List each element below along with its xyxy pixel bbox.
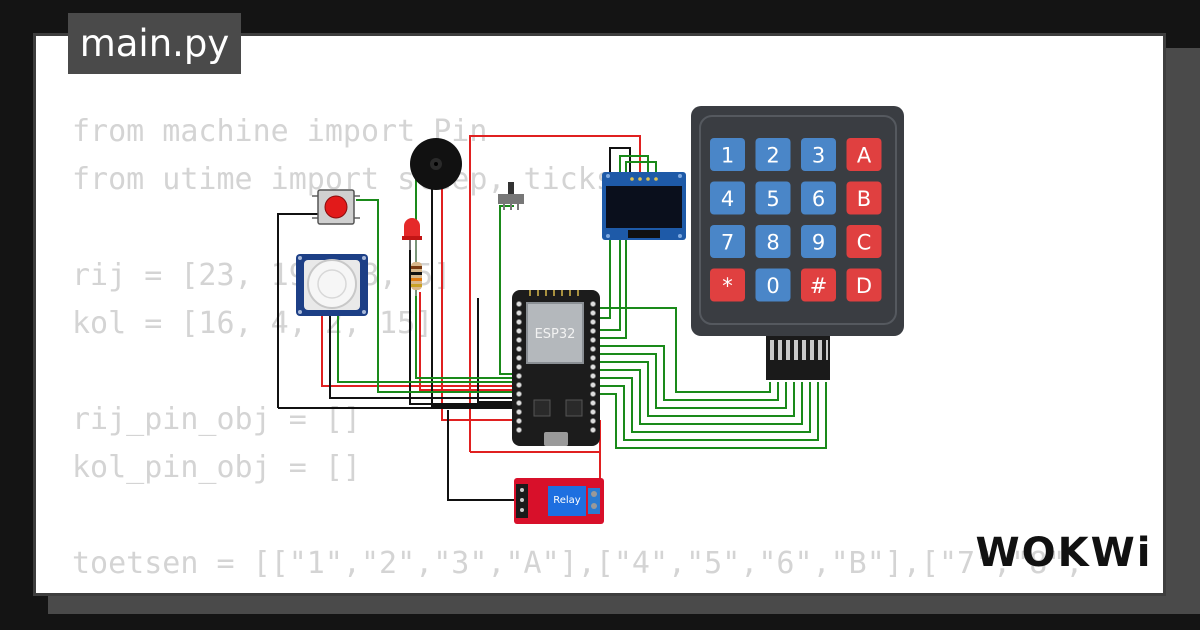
keypad-key-label: #: [810, 274, 828, 298]
wire-green: [337, 316, 512, 383]
keypad-key[interactable]: 8: [755, 225, 791, 258]
relay-label: Relay: [553, 495, 581, 506]
keypad-key-label: 6: [812, 187, 825, 211]
keypad-key[interactable]: A: [846, 138, 882, 171]
keypad-key-label: D: [856, 274, 872, 298]
keypad-key[interactable]: 6: [801, 181, 836, 215]
wire-green: [598, 307, 771, 393]
keypad-key[interactable]: 0: [755, 268, 791, 302]
keypad-key[interactable]: 1: [710, 138, 745, 171]
wokwi-logo: WOKWi: [976, 530, 1152, 576]
slide-switch[interactable]: [498, 182, 524, 210]
wire-green: [598, 161, 657, 339]
wire-black: [277, 213, 318, 408]
keypad-key[interactable]: B: [846, 181, 882, 215]
keypad-key-label: 5: [766, 187, 779, 211]
keypad-key-label: 1: [721, 144, 734, 168]
keypad-key-label: 8: [766, 231, 779, 255]
code-line: toetsen = [["1","2","3","A"],["4","5","6…: [72, 546, 1084, 581]
keypad-key[interactable]: 4: [710, 181, 745, 215]
keypad-key[interactable]: D: [846, 268, 882, 302]
wire-black: [447, 410, 516, 501]
oled-display: [602, 172, 686, 240]
pir-sensor[interactable]: [296, 254, 368, 316]
keypad-key[interactable]: 7: [710, 225, 745, 258]
keypad-key-label: C: [857, 231, 872, 255]
wire-green: [598, 345, 779, 401]
led[interactable]: [402, 218, 422, 256]
wire-red: [419, 292, 512, 391]
keypad-key-label: 9: [812, 231, 825, 255]
keypad-key-label: A: [857, 144, 872, 168]
keypad-key[interactable]: 9: [801, 225, 836, 258]
keypad-key-label: 0: [766, 274, 779, 298]
keypad-key[interactable]: *: [710, 268, 745, 302]
wire-green: [598, 353, 787, 409]
wire-black: [431, 188, 512, 407]
resistor: [411, 256, 422, 296]
relay-module[interactable]: Relay: [514, 478, 604, 524]
wire-green: [598, 382, 819, 441]
keypad-key-label: B: [857, 187, 871, 211]
keypad-key[interactable]: #: [801, 268, 836, 302]
wire-green: [598, 377, 811, 433]
wire-red: [321, 316, 512, 387]
file-tab[interactable]: main.py: [68, 13, 241, 74]
wire-green: [598, 382, 827, 449]
wire-green: [499, 205, 514, 375]
keypad: 1 2 3 A 4 5 6 B 7 8 9 C * 0 # D: [691, 106, 904, 380]
wire-black: [477, 298, 512, 403]
code-line: from machine import Pin: [72, 114, 488, 149]
keypad-key-label: 7: [721, 231, 734, 255]
esp32-board: ESP32: [512, 290, 600, 446]
keypad-key[interactable]: 3: [801, 138, 836, 171]
wire-red: [441, 192, 512, 421]
esp32-label: ESP32: [535, 327, 576, 342]
wire-green: [598, 361, 795, 417]
wire-green: [415, 170, 512, 379]
keypad-key-label: 3: [812, 144, 825, 168]
wire-black: [329, 316, 512, 399]
push-button[interactable]: [312, 189, 360, 225]
keypad-keys: 1 2 3 A 4 5 6 B 7 8 9 C * 0 # D: [710, 138, 882, 302]
keypad-key[interactable]: C: [846, 225, 882, 258]
keypad-key-label: 2: [766, 144, 779, 168]
wire-green: [356, 199, 512, 393]
wokwi-logo-text: WOKWi: [976, 530, 1152, 576]
wires: [277, 135, 827, 501]
buzzer[interactable]: [410, 138, 462, 200]
wire-green: [598, 369, 803, 425]
keypad-key-label: 4: [721, 187, 734, 211]
keypad-key[interactable]: 2: [755, 138, 791, 171]
code-line: kol = [16, 4, 2, 15]: [72, 306, 434, 341]
code-line: kol_pin_obj = []: [72, 450, 361, 485]
keypad-key[interactable]: 5: [755, 181, 791, 215]
keypad-key-label: *: [722, 274, 733, 298]
wire-black: [409, 238, 512, 405]
